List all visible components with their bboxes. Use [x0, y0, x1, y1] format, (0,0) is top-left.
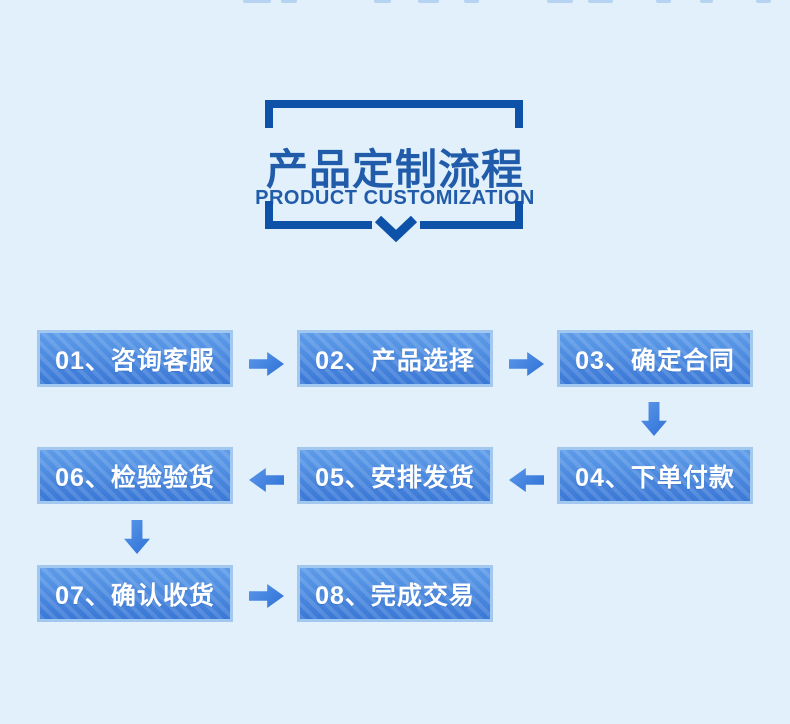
text-fragment — [547, 0, 573, 3]
arrow-right-icon — [509, 352, 544, 376]
text-fragment — [656, 0, 671, 3]
flow-step-label: 06、检验验货 — [55, 463, 215, 492]
text-fragment — [243, 0, 271, 3]
bracket-bottom-left-bar — [265, 221, 372, 229]
flow-step-label: 01、咨询客服 — [55, 346, 215, 375]
text-fragment — [374, 0, 391, 3]
flow-step-07: 07、确认收货 — [37, 565, 233, 622]
arrow-down-icon — [641, 402, 667, 436]
text-fragment — [281, 0, 297, 3]
text-fragment — [418, 0, 439, 3]
text-fragment — [588, 0, 613, 3]
flow-step-label: 03、确定合同 — [575, 346, 735, 375]
flow-step-label: 02、产品选择 — [315, 346, 475, 375]
flow-step-05: 05、安排发货 — [297, 447, 493, 504]
flow-step-label: 05、安排发货 — [315, 463, 475, 492]
flow-step-03: 03、确定合同 — [557, 330, 753, 387]
bracket-top-left-stub — [265, 100, 273, 128]
flow-step-02: 02、产品选择 — [297, 330, 493, 387]
page-title: 产品定制流程 — [265, 146, 524, 193]
page-subtitle: PRODUCT CUSTOMIZATION — [255, 187, 535, 209]
flow-step-label: 08、完成交易 — [315, 581, 475, 610]
bracket-bottom-left-stub — [265, 201, 273, 229]
flow-step-08: 08、完成交易 — [297, 565, 493, 622]
bracket-top-bar — [265, 100, 523, 108]
arrow-right-icon — [249, 584, 284, 608]
text-fragment — [464, 0, 479, 3]
flow-step-01: 01、咨询客服 — [37, 330, 233, 387]
flow-step-04: 04、下单付款 — [557, 447, 753, 504]
flow-step-label: 04、下单付款 — [575, 463, 735, 492]
arrow-left-icon — [509, 468, 544, 492]
bracket-top-right-stub — [515, 100, 523, 128]
bracket-bottom-right-bar — [420, 221, 523, 229]
text-fragment — [700, 0, 713, 3]
arrow-left-icon — [249, 468, 284, 492]
text-fragment — [756, 0, 771, 3]
flow-step-label: 07、确认收货 — [55, 581, 215, 610]
chevron-down-icon — [374, 215, 418, 243]
arrow-right-icon — [249, 352, 284, 376]
flow-step-06: 06、检验验货 — [37, 447, 233, 504]
bracket-bottom-right-stub — [515, 201, 523, 229]
arrow-down-icon — [124, 520, 150, 554]
